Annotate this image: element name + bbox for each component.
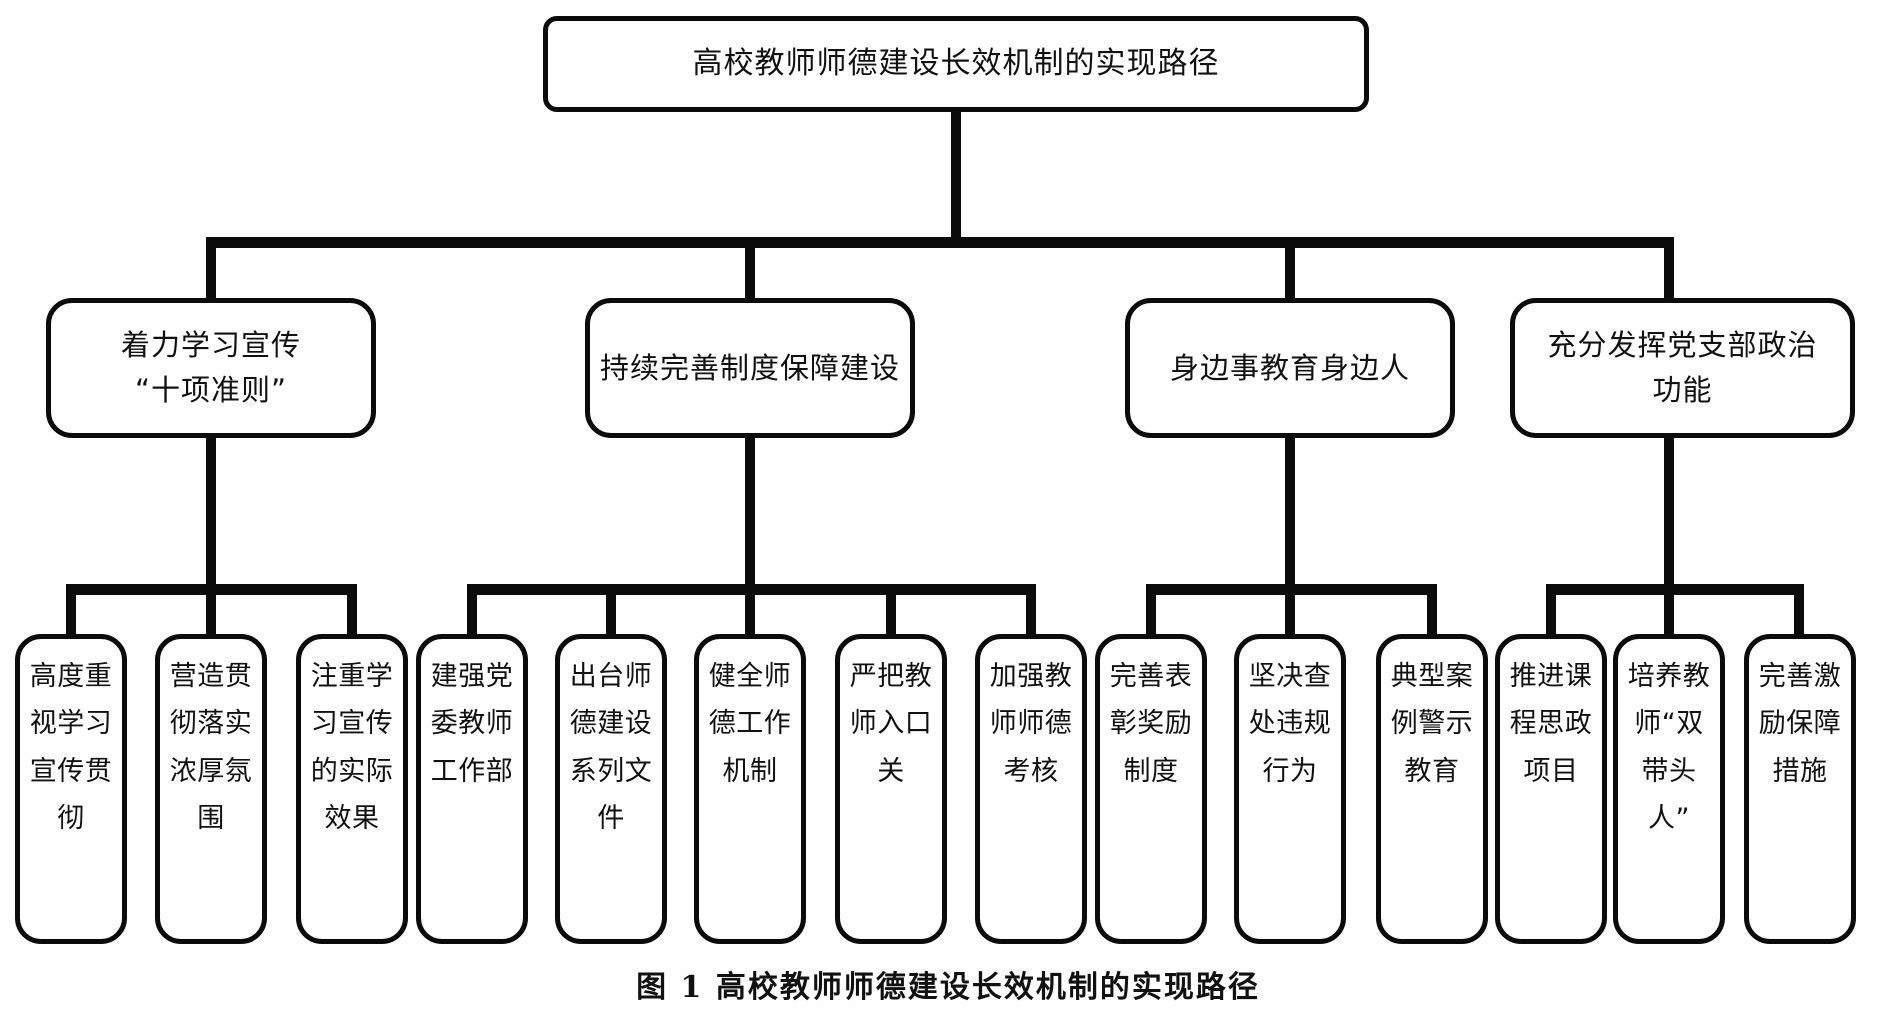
- leaf-label: 例警示: [1390, 708, 1474, 740]
- leaf-node-2-1[interactable]: 坚决查 处违规 行为: [1234, 634, 1346, 944]
- group-2-drop-connector-1: [1285, 584, 1295, 639]
- leaf-label: 彻: [57, 802, 85, 834]
- leaf-label: 推进课: [1509, 661, 1593, 692]
- leaf-node-3-1[interactable]: 培养教 师“双 带头 人”: [1613, 634, 1725, 944]
- leaf-label: 制度: [1123, 755, 1179, 787]
- leaf-label: 完善激: [1758, 661, 1842, 692]
- branch-node-0-label-line2: “十项准则”: [134, 373, 288, 407]
- group-0-drop-connector-0: [66, 584, 76, 639]
- leaf-node-1-2[interactable]: 健全师 德工作 机制: [694, 634, 806, 944]
- leaf-label: 严把教: [849, 661, 933, 692]
- leaf-label: 人”: [1648, 802, 1690, 834]
- leaf-node-2-0[interactable]: 完善表 彰奖励 制度: [1095, 634, 1207, 944]
- branch-node-1[interactable]: 持续完善制度保障建设: [585, 298, 915, 438]
- leaf-label: 建强党: [430, 661, 514, 692]
- leaf-label: 关: [877, 755, 905, 787]
- group-1-drop-connector-0: [467, 584, 477, 639]
- group-2-drop-connector-0: [1146, 584, 1156, 639]
- leaf-label: 处违规: [1248, 708, 1332, 740]
- leaf-node-2-2[interactable]: 典型案 例警示 教育: [1376, 634, 1488, 944]
- leaf-label: 营造贯: [169, 661, 253, 692]
- branch-node-3[interactable]: 充分发挥党支部政治 功能: [1510, 298, 1855, 438]
- leaf-label: 培养教: [1627, 661, 1711, 692]
- level2-drop-connector-1: [745, 237, 755, 301]
- group-0-stem-connector: [206, 438, 216, 590]
- leaf-label: 行为: [1262, 755, 1318, 787]
- leaf-label: 健全师: [708, 661, 792, 692]
- leaf-label: 带头: [1641, 755, 1697, 787]
- leaf-label: 典型案: [1390, 661, 1474, 692]
- leaf-node-1-0[interactable]: 建强党 委教师 工作部: [416, 634, 528, 944]
- leaf-label: 教育: [1404, 755, 1460, 787]
- leaf-label: 高度重: [29, 661, 113, 692]
- group-3-drop-connector-0: [1546, 584, 1556, 639]
- branch-node-3-label-line2: 功能: [1652, 373, 1713, 407]
- branch-node-0-label-line1: 着力学习宣传: [120, 328, 301, 363]
- leaf-node-0-2[interactable]: 注重学 习宣传 的实际 效果: [296, 634, 408, 944]
- leaf-label: 委教师: [430, 708, 514, 740]
- leaf-label: 注重学: [310, 661, 394, 692]
- level2-drop-connector-2: [1285, 237, 1295, 301]
- group-2-drop-connector-2: [1427, 584, 1437, 639]
- branch-node-3-label-line1: 充分发挥党支部政治: [1547, 328, 1818, 363]
- leaf-node-3-2[interactable]: 完善激 励保障 措施: [1744, 634, 1856, 944]
- leaf-label: 励保障: [1758, 708, 1842, 740]
- leaf-label: 德建设: [569, 708, 653, 740]
- level2-drop-connector-0: [206, 237, 216, 301]
- leaf-label: 程思政: [1509, 708, 1593, 740]
- leaf-label: 视学习: [29, 708, 113, 740]
- root-stem-connector: [951, 112, 961, 245]
- group-3-bus-connector: [1546, 584, 1804, 595]
- leaf-label: 习宣传: [310, 708, 394, 740]
- leaf-label: 师“双: [1634, 708, 1704, 740]
- leaf-node-1-1[interactable]: 出台师 德建设 系列文 件: [555, 634, 667, 944]
- leaf-label: 措施: [1772, 755, 1828, 787]
- leaf-label: 件: [597, 802, 625, 834]
- leaf-label: 彻落实: [169, 708, 253, 740]
- branch-node-2-label-line1: 身边事教育身边人: [1169, 350, 1410, 385]
- leaf-label: 出台师: [569, 661, 653, 692]
- group-0-drop-connector-2: [347, 584, 357, 639]
- leaf-label: 加强教: [989, 661, 1073, 692]
- leaf-label: 浓厚氛: [169, 755, 253, 787]
- branch-node-1-label-line1: 持续完善制度保障建设: [599, 350, 900, 385]
- leaf-label: 的实际: [310, 755, 394, 787]
- group-3-stem-connector: [1664, 438, 1674, 590]
- group-0-drop-connector-1: [206, 584, 216, 639]
- group-1-drop-connector-2: [745, 584, 755, 639]
- leaf-node-1-4[interactable]: 加强教 师师德 考核: [975, 634, 1087, 944]
- leaf-label: 完善表: [1109, 661, 1193, 692]
- leaf-label: 项目: [1523, 755, 1579, 787]
- level2-bus-connector: [206, 237, 1674, 248]
- leaf-node-3-0[interactable]: 推进课 程思政 项目: [1495, 634, 1607, 944]
- leaf-label: 工作部: [430, 755, 514, 787]
- leaf-label: 效果: [324, 802, 380, 834]
- root-node[interactable]: 高校教师师德建设长效机制的实现路径: [543, 16, 1369, 112]
- group-1-drop-connector-3: [886, 584, 896, 639]
- group-2-stem-connector: [1285, 438, 1295, 590]
- group-3-drop-connector-2: [1794, 584, 1804, 639]
- leaf-label: 考核: [1003, 755, 1059, 787]
- root-node-label: 高校教师师德建设长效机制的实现路径: [692, 45, 1220, 81]
- group-1-stem-connector: [745, 438, 755, 590]
- group-1-drop-connector-4: [1026, 584, 1036, 639]
- group-3-drop-connector-1: [1664, 584, 1674, 639]
- leaf-label: 坚决查: [1248, 661, 1332, 692]
- leaf-label: 宣传贯: [29, 755, 113, 787]
- level2-drop-connector-3: [1664, 237, 1674, 301]
- branch-node-0[interactable]: 着力学习宣传 “十项准则”: [46, 298, 376, 438]
- branch-node-2[interactable]: 身边事教育身边人: [1125, 298, 1455, 438]
- leaf-label: 师入口: [849, 708, 933, 740]
- group-1-drop-connector-1: [606, 584, 616, 639]
- leaf-node-0-0[interactable]: 高度重 视学习 宣传贯 彻: [15, 634, 127, 944]
- leaf-node-1-3[interactable]: 严把教 师入口 关: [835, 634, 947, 944]
- leaf-label: 系列文: [569, 755, 653, 787]
- leaf-label: 机制: [722, 755, 778, 787]
- leaf-label: 彰奖励: [1109, 708, 1193, 740]
- leaf-label: 围: [197, 802, 225, 834]
- figure-caption: 图 1 高校教师师德建设长效机制的实现路径: [636, 970, 1260, 1005]
- leaf-label: 师师德: [989, 708, 1073, 740]
- leaf-label: 德工作: [708, 708, 792, 740]
- leaf-node-0-1[interactable]: 营造贯 彻落实 浓厚氛 围: [155, 634, 267, 944]
